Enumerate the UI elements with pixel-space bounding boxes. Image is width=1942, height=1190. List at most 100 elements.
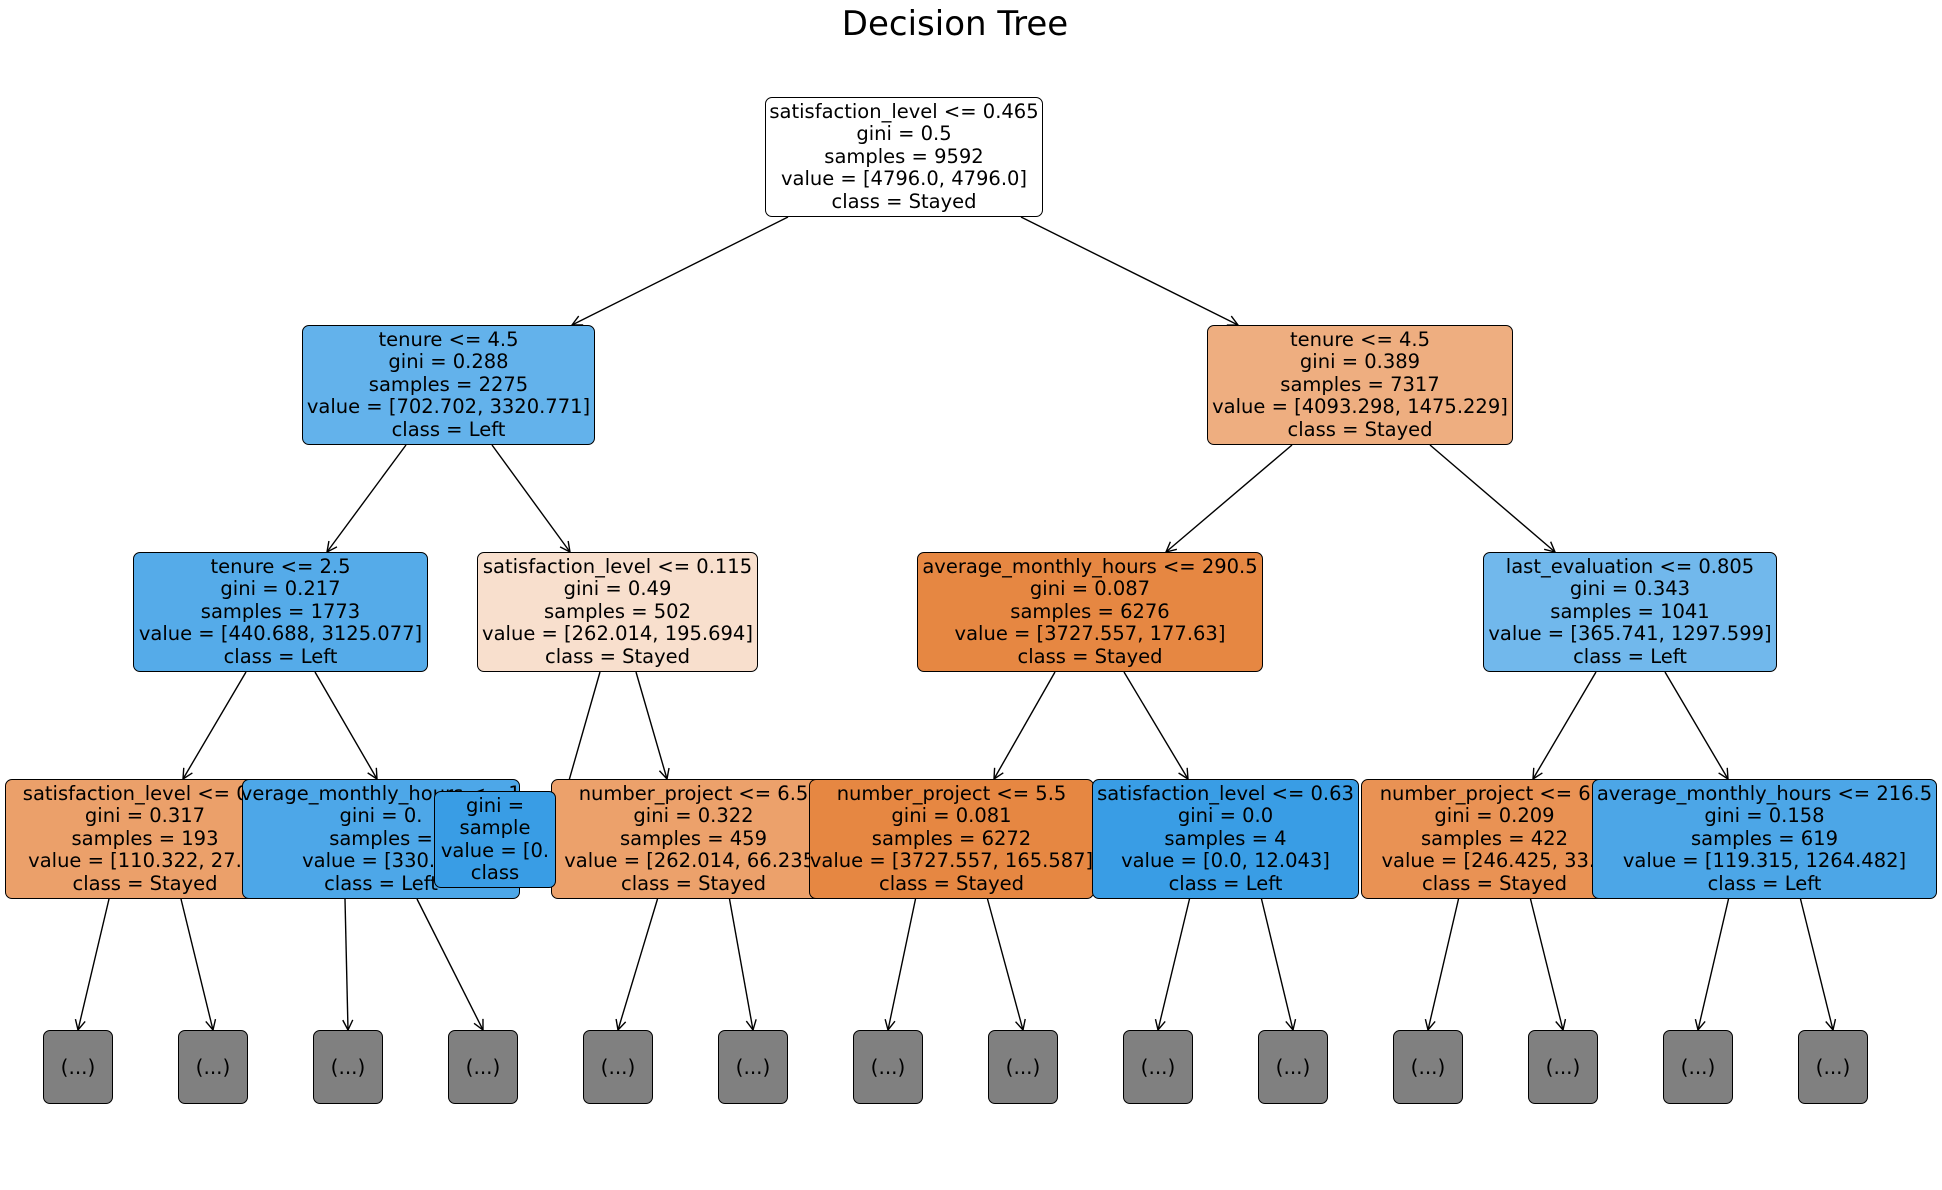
node-text-line: satisfaction_level <= 0.63 [1097, 781, 1354, 805]
edge-n14-leaf-12 [1698, 898, 1730, 1030]
node-text-line: gini = 0.389 [1299, 350, 1421, 374]
edge-n3-n7 [183, 671, 247, 779]
node-text-line: value = [262.014, 195.694] [482, 622, 753, 646]
node-text-line: samples = 7317 [1280, 372, 1440, 396]
node-text-line: class = Left [1707, 871, 1822, 895]
edge-n5-n12 [1123, 671, 1188, 779]
node-text-line: value = [0. [440, 838, 550, 862]
node-text-line: value = [4093.298, 1475.229] [1212, 395, 1508, 419]
node-text-line: samples = 1773 [200, 599, 361, 623]
node-text-line: gini = 0.49 [563, 577, 672, 601]
truncated-leaf: (...) [988, 1030, 1058, 1104]
node-text-line: number_project <= 6.5 [578, 781, 809, 805]
node-text-line: gini = 0.081 [891, 804, 1012, 828]
node-text-line: gini = 0.087 [1029, 577, 1151, 601]
node-text-line: class = Stayed [1421, 871, 1568, 895]
node-text-line: average_monthly_hours <= 216.5 [1596, 781, 1933, 805]
truncated-leaf: (...) [43, 1030, 113, 1104]
edge-n13-leaf-10 [1428, 898, 1460, 1030]
edge-n2-n6 [1429, 444, 1555, 552]
node-text-line: gini = 0.217 [220, 577, 341, 601]
node-text-line: class = Stayed [544, 644, 691, 668]
node-text-line: class = Left [223, 644, 338, 668]
edge-n10-leaf-5 [728, 898, 754, 1030]
edge-n1-n4 [491, 444, 570, 552]
truncated-leaf: (...) [1798, 1030, 1868, 1104]
edge-n8-leaf-3 [416, 898, 483, 1030]
truncated-leaf: (...) [1663, 1030, 1733, 1104]
node-text-line: gini = 0.317 [84, 804, 206, 828]
node-text-line: class = Left [391, 417, 506, 441]
node-text-line: average_monthly_hours <= 290.5 [922, 554, 1258, 578]
edge-n2-n5 [1166, 444, 1293, 552]
node-text-line: number_project <= 6.5 [1379, 781, 1610, 805]
node-text-line: value = [365.741, 1297.599] [1488, 622, 1772, 646]
truncated-leaf: (...) [178, 1030, 248, 1104]
node-text-line: tenure <= 2.5 [210, 554, 351, 578]
node-text-line: sample [459, 816, 531, 839]
node-text-line: number_project <= 5.5 [836, 781, 1067, 805]
node-text-line: value = [330.36 [302, 849, 460, 873]
node-text-line: value = [440.688, 3125.077] [138, 622, 423, 646]
node-text-line: samples = 1041 [1550, 599, 1710, 623]
diagram-title: Decision Tree [841, 4, 1069, 44]
node-text-line: gini = 0.0 [1177, 804, 1274, 828]
node-text-line: satisfaction_level <= 0.1 [22, 781, 268, 805]
edge-n3-n8 [314, 671, 377, 779]
truncated-leaf: (...) [313, 1030, 383, 1104]
edge-n10-leaf-4 [618, 898, 659, 1030]
node-text-line: gini = [465, 793, 525, 817]
node-text-line: gini = 0.288 [388, 350, 509, 374]
node-text-line: value = [110.322, 27.0] [28, 849, 262, 873]
truncated-leaf: (...) [718, 1030, 788, 1104]
edge-n13-leaf-11 [1529, 898, 1564, 1030]
node-text-line: samples = [329, 826, 433, 850]
edge-n6-n14 [1664, 671, 1728, 779]
node-text-line: samples = 4 [1164, 826, 1287, 850]
node-text-line: tenure <= 4.5 [1289, 327, 1431, 351]
truncated-leaf: (...) [1258, 1030, 1328, 1104]
node-text-line: class = Stayed [620, 871, 767, 895]
node-text-line: samples = 459 [619, 826, 767, 850]
node-text-line: value = [246.425, 33.1 [1381, 849, 1608, 873]
node-text-line: class = Stayed [1017, 644, 1163, 668]
truncated-leaf: (...) [448, 1030, 518, 1104]
node-text-line: value = [3727.557, 165.587] [809, 849, 1094, 873]
edge-n7-leaf-1 [180, 898, 213, 1030]
edge-n1-n3 [327, 444, 407, 552]
node-text-line: samples = 193 [71, 826, 219, 850]
node-text-line: gini = 0. [339, 804, 423, 828]
edge-n14-leaf-13 [1799, 898, 1834, 1030]
node-text-line: satisfaction_level <= 0.115 [482, 554, 753, 578]
node-text-line: gini = 0.5 [856, 122, 952, 146]
truncated-leaf: (...) [853, 1030, 923, 1104]
node-text-line: value = [3727.557, 177.63] [954, 622, 1226, 646]
truncated-leaf: (...) [1528, 1030, 1598, 1104]
edge-n12-leaf-8 [1158, 898, 1191, 1030]
edge-n11-leaf-6 [888, 898, 917, 1030]
node-text-line: gini = 0.343 [1569, 577, 1691, 601]
edge-n8-leaf-2 [345, 898, 348, 1030]
node-text-line: class = Left [324, 871, 438, 895]
node-text-line: samples = 6272 [871, 826, 1032, 850]
node-text-line: samples = 422 [1420, 826, 1568, 850]
node-text-line: value = [0.0, 12.043] [1121, 849, 1330, 873]
node-text-line: gini = 0.322 [633, 804, 754, 828]
node-text-line: gini = 0.158 [1704, 804, 1825, 828]
node-text-line: satisfaction_level <= 0.465 [769, 99, 1039, 123]
node-text-line: class = Stayed [1287, 417, 1433, 441]
node-text-line: samples = 6276 [1010, 599, 1170, 623]
edge-n7-leaf-0 [78, 898, 110, 1030]
node-text-line: class = Left [1168, 871, 1283, 895]
